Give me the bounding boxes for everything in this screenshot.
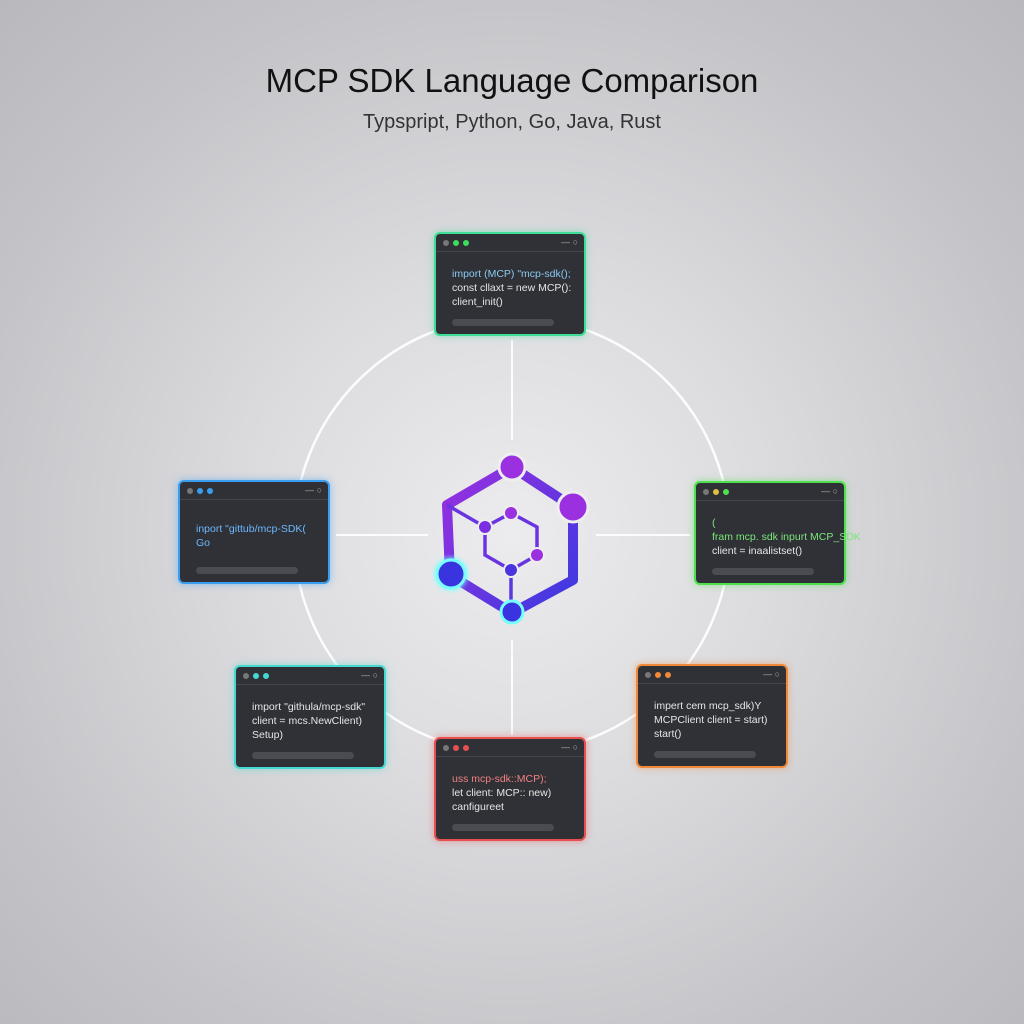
- mcp-hub-icon: [435, 452, 590, 625]
- placeholder-bar: [452, 319, 554, 326]
- window-dot-icon: [645, 672, 651, 678]
- code-window-bottom: — ○uss mcp-sdk::MCP);let client: MCP:: n…: [434, 737, 586, 841]
- window-dot-icon: [665, 672, 671, 678]
- code-line: fram mcp. sdk inpurt MCP_SDK: [712, 531, 861, 543]
- window-dot-icon: [703, 489, 709, 495]
- window-dot-icon: [243, 673, 249, 679]
- window-controls-icon: — ○: [763, 669, 780, 679]
- window-dot-icon: [713, 489, 719, 495]
- placeholder-bar: [654, 751, 756, 758]
- window-dot-icon: [197, 488, 203, 494]
- window-dot-icon: [207, 488, 213, 494]
- window-titlebar: — ○: [180, 482, 328, 500]
- code-line: Go: [196, 537, 211, 549]
- placeholder-bar: [452, 824, 554, 831]
- code-snippet: import "githula/mcp-sdk" client = mcs.New…: [252, 700, 365, 742]
- code-line: impert cem mcp_sdk)Y: [654, 700, 762, 712]
- placeholder-bar: [252, 752, 354, 759]
- window-dot-icon: [453, 745, 459, 751]
- code-line: const cllaxt = new MCP():: [452, 282, 572, 294]
- code-window-top: — ○ import (MCP) "mcp-sdk(); const cllaxt …: [434, 232, 586, 336]
- code-snippet: import (MCP) "mcp-sdk(); const cllaxt = n…: [452, 267, 571, 309]
- code-line: Setup): [252, 729, 283, 741]
- spokes: [336, 340, 690, 735]
- placeholder-bar: [196, 567, 298, 574]
- code-line: client = mcs.NewClient): [252, 715, 362, 727]
- window-dot-icon: [655, 672, 661, 678]
- window-dot-icon: [443, 745, 449, 751]
- code-line: inport "gittub/mcp-SDK(: [196, 523, 306, 535]
- window-controls-icon: — ○: [305, 485, 322, 495]
- placeholder-bar: [712, 568, 814, 575]
- window-titlebar: — ○: [436, 234, 584, 252]
- code-line: client = inaalistset(): [712, 545, 803, 557]
- window-controls-icon: — ○: [561, 742, 578, 752]
- window-titlebar: — ○: [236, 667, 384, 685]
- code-snippet: impert cem mcp_sdk)Y MCPClient client = s…: [654, 699, 768, 741]
- window-controls-icon: — ○: [561, 237, 578, 247]
- code-line: canfigureet: [452, 801, 504, 813]
- page-subtitle: Typspript, Python, Go, Java, Rust: [363, 111, 661, 133]
- code-line: import (MCP) "mcp-sdk();: [452, 268, 571, 280]
- window-titlebar: — ○: [436, 739, 584, 757]
- page-title: MCP SDK Language Comparison: [265, 62, 759, 99]
- window-titlebar: — ○: [696, 483, 844, 501]
- code-window-bottom-left: — ○ import "githula/mcp-sdk" client = mcs.…: [234, 665, 386, 769]
- window-dot-icon: [463, 240, 469, 246]
- window-dot-icon: [187, 488, 193, 494]
- code-line: [196, 508, 306, 522]
- code-line: (: [712, 517, 716, 529]
- code-snippet: uss mcp-sdk::MCP);let client: MCP:: new)…: [452, 772, 551, 814]
- code-line: let client: MCP:: new): [452, 787, 552, 799]
- window-dot-icon: [723, 489, 729, 495]
- window-dot-icon: [263, 673, 269, 679]
- code-line: client_init(): [452, 296, 503, 308]
- window-controls-icon: — ○: [821, 486, 838, 496]
- code-window-bottom-right: — ○ impert cem mcp_sdk)Y MCPClient client …: [636, 664, 788, 768]
- code-window-left: — ○ inport "gittub/mcp-SDK( Go: [178, 480, 330, 584]
- code-line: start(): [654, 728, 682, 740]
- window-dot-icon: [443, 240, 449, 246]
- code-line: MCPClient client = start): [654, 714, 768, 726]
- code-snippet: inport "gittub/mcp-SDK( Go: [196, 508, 306, 550]
- window-dot-icon: [253, 673, 259, 679]
- window-dot-icon: [463, 745, 469, 751]
- window-titlebar: — ○: [638, 666, 786, 684]
- code-line: import "githula/mcp-sdk": [252, 701, 366, 713]
- window-dot-icon: [453, 240, 459, 246]
- window-controls-icon: — ○: [361, 670, 378, 680]
- code-line: uss mcp-sdk::MCP);: [452, 773, 547, 785]
